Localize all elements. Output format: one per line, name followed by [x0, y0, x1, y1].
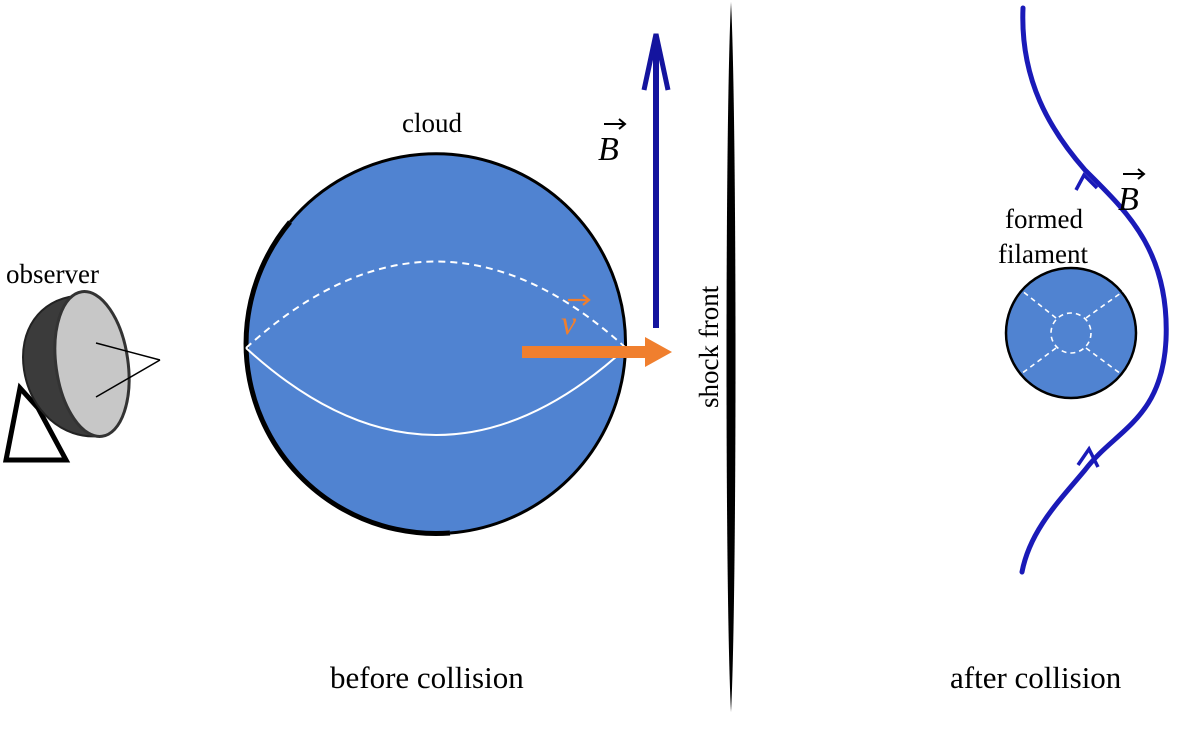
cloud-equator-front	[245, 347, 627, 436]
filament-spoke-upper-right	[1085, 289, 1126, 319]
field-line-after	[1019, 5, 1169, 575]
field-symbol-right: B	[1118, 181, 1139, 218]
cloud-equator-back	[245, 260, 627, 349]
cloud-body	[246, 154, 626, 534]
formed-filament-label-line2: filament	[998, 239, 1088, 269]
field-line-after-curve	[1019, 5, 1169, 575]
cloud-sphere	[243, 152, 628, 536]
field-line-after-chevron-top	[1074, 172, 1099, 191]
caption-after-collision: after collision	[950, 660, 1122, 695]
velocity-arrow	[522, 337, 672, 367]
velocity-arrow-head	[645, 337, 672, 367]
field-symbol-left: B	[598, 131, 619, 168]
cloud-rim-top	[288, 152, 561, 223]
formed-filament-label-line1: formed	[1005, 204, 1083, 234]
field-line-after-chevron-bottom	[1076, 445, 1100, 468]
filament-spoke-lower-left	[1020, 347, 1057, 375]
shock-front-label: shock front	[694, 285, 724, 408]
observer-feed-line-bottom	[95, 359, 161, 398]
observer-dish	[53, 290, 131, 438]
velocity-arrow-shaft	[522, 346, 647, 358]
field-vector-arrow-icon-left	[604, 118, 627, 130]
filament-spoke-upper-left	[1020, 289, 1057, 319]
shock-front-line	[726, 2, 736, 712]
filament-spoke-lower-right	[1085, 347, 1122, 375]
field-line-before	[641, 33, 671, 328]
field-vector-arrow-icon-right	[1123, 168, 1146, 180]
velocity-symbol: v	[561, 305, 577, 342]
cloud-rim-shadow	[243, 220, 451, 536]
cloud-rim	[449, 198, 628, 535]
field-line-before-head	[641, 33, 671, 91]
formed-filament-disk	[1004, 266, 1138, 400]
cloud-label: cloud	[402, 108, 462, 138]
filament-core	[1050, 312, 1092, 354]
caption-before-collision: before collision	[330, 660, 524, 695]
observer-feed-line-top	[95, 342, 161, 361]
observer-tripod	[2, 382, 71, 463]
filament-body	[1004, 266, 1138, 400]
observer-label: observer	[6, 259, 99, 289]
telescope-dish-icon	[2, 290, 161, 463]
velocity-vector-arrow-icon	[568, 294, 591, 306]
